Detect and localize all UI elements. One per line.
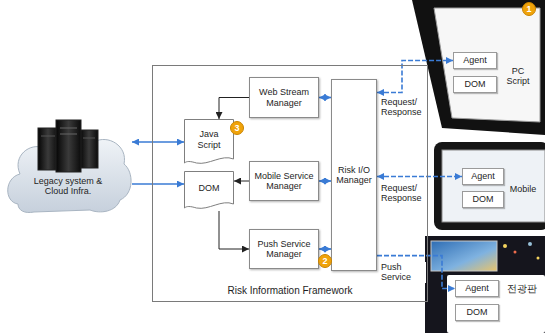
- agent-box: Agent: [455, 280, 499, 297]
- edge-label: Request/ Response: [380, 183, 426, 204]
- dom-document: DOM: [184, 171, 234, 211]
- manager-box: Push Service Manager: [249, 229, 319, 269]
- manager-box: Web Stream Manager: [249, 77, 319, 118]
- node-text: Web Stream Manager: [253, 87, 315, 108]
- mobile-tablet: Mobile AgentDOM: [428, 138, 545, 234]
- node-text: Java Script: [187, 129, 231, 150]
- node-text: Agent: [465, 283, 489, 293]
- node-text: 전광판: [503, 283, 541, 295]
- callout-number: 1: [522, 2, 536, 16]
- node-text: DOM: [467, 307, 488, 317]
- node-text: Mobile Service Manager: [253, 171, 315, 192]
- node-text: DOM: [465, 79, 486, 89]
- connector-arrow: [219, 211, 249, 249]
- pc-monitor: PC Script AgentDOM: [412, 0, 545, 135]
- edge-label: Push Service: [380, 262, 426, 283]
- edge-label: Request/ Response: [380, 97, 426, 118]
- connector-arrow: [132, 141, 184, 143]
- connector-arrow: [132, 183, 184, 185]
- callout-number: 2: [318, 254, 332, 268]
- node-text: DOM: [473, 194, 494, 204]
- callout-number: 3: [230, 121, 244, 135]
- node-text: Push Service Manager: [253, 239, 315, 260]
- node-text: PC Script: [501, 66, 535, 87]
- cloud-shape: Legacy system & Cloud Infra.: [4, 116, 132, 218]
- dom-box: DOM: [455, 304, 499, 321]
- manager-box: Mobile Service Manager: [249, 161, 319, 201]
- tablet-screen: [442, 150, 545, 222]
- node-text: Mobile: [506, 184, 540, 194]
- billboard-picture: [431, 241, 545, 333]
- node-text: Legacy system & Cloud Infra.: [32, 176, 104, 197]
- node-text: Agent: [471, 171, 495, 181]
- node-text: Risk Information Framework: [153, 285, 427, 297]
- agent-box: Agent: [462, 168, 504, 185]
- node-text: DOM: [199, 183, 220, 193]
- connector-arrow: [377, 256, 455, 289]
- agent-box: Agent: [453, 52, 497, 69]
- connector-arrow: [377, 176, 462, 178]
- io-manager-box: Risk I/O Manager: [331, 79, 377, 271]
- monitor-screen: [434, 8, 540, 122]
- connector-arrow: [319, 248, 331, 250]
- connector-arrow: [319, 180, 331, 182]
- dom-box: DOM: [453, 76, 497, 93]
- server-towers: [38, 120, 98, 172]
- connector-arrow: [319, 97, 331, 99]
- dom-box: DOM: [462, 191, 504, 208]
- connector-arrow: [219, 98, 249, 120]
- cloud-shape-outline: [4, 116, 132, 218]
- billboard-screen: 전광판 AgentDOM: [425, 236, 545, 333]
- node-text: Risk I/O Manager: [335, 165, 373, 186]
- node-text: Agent: [463, 55, 487, 65]
- connector-arrow: [234, 181, 249, 182]
- script-document: Java Script: [184, 119, 234, 166]
